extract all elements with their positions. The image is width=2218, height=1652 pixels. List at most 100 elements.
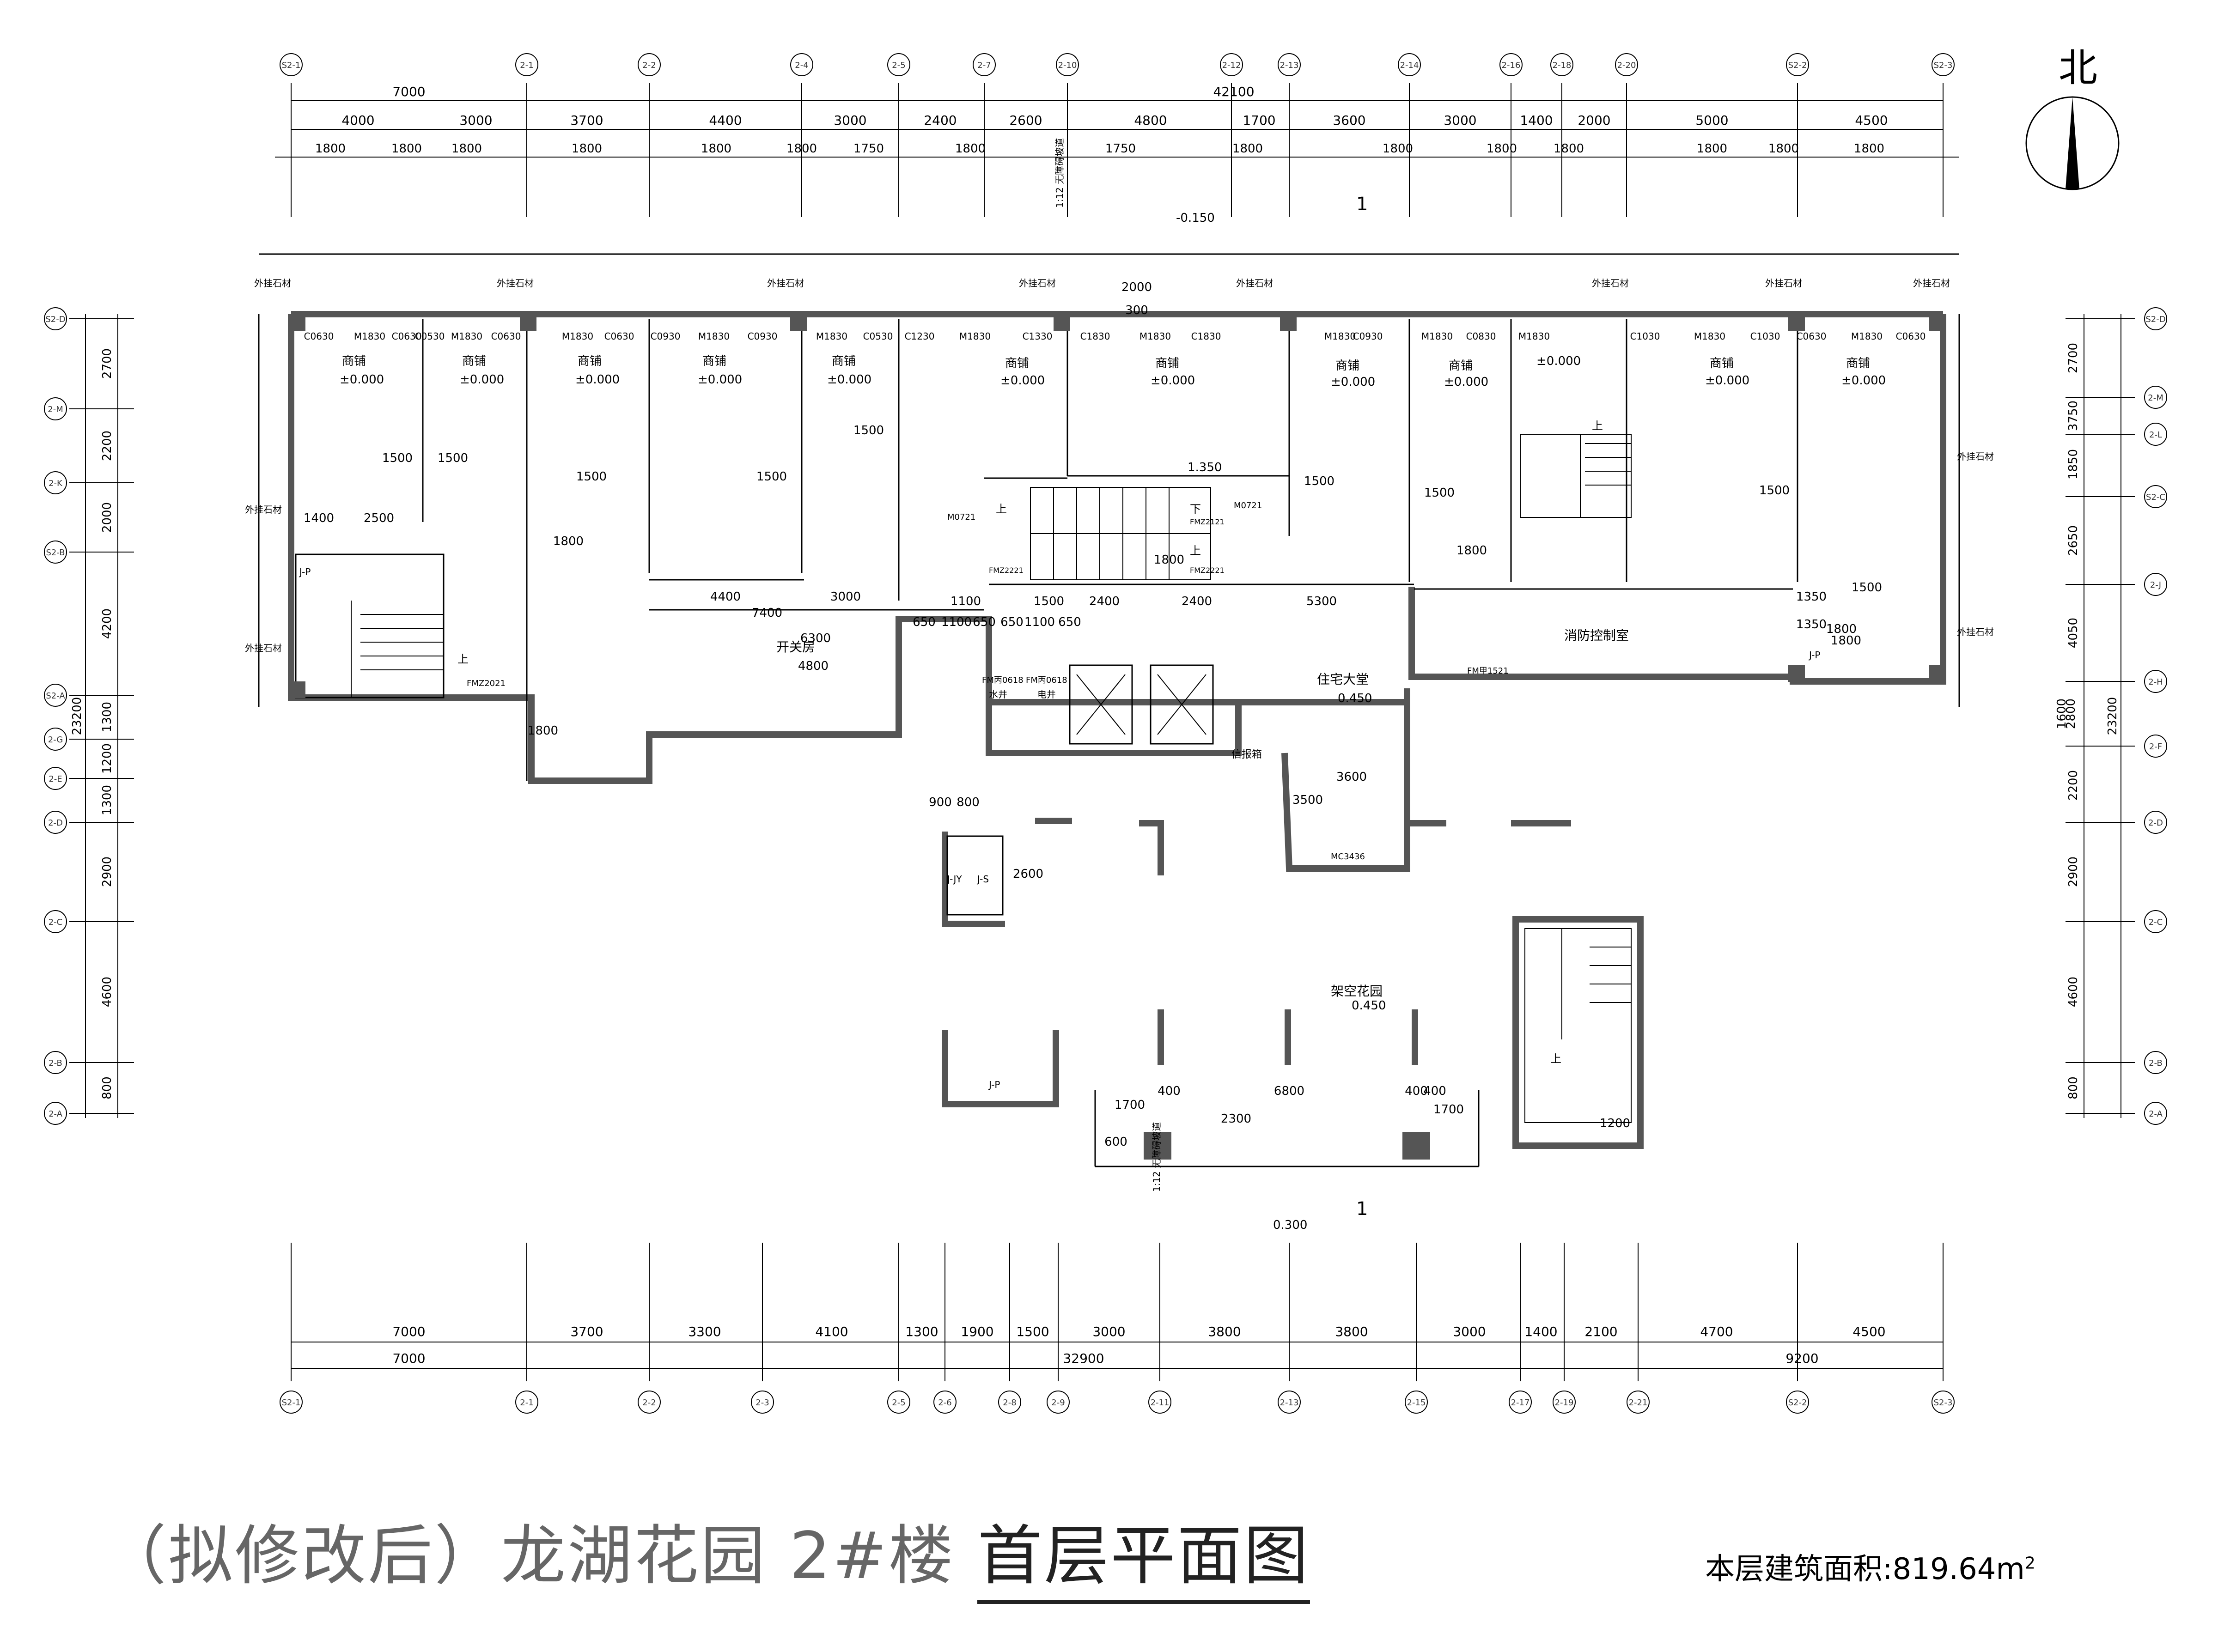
door-code-js: J-S bbox=[976, 874, 989, 885]
stair-left bbox=[351, 601, 444, 698]
dim-text: 1800 bbox=[572, 142, 602, 156]
dim-text: 3800 bbox=[1335, 1324, 1368, 1339]
axis-bubble bbox=[1615, 53, 1638, 76]
dim-text: 1800 bbox=[1383, 142, 1413, 156]
dim-text: 1800 bbox=[1768, 142, 1799, 156]
axis-label: 2-13 bbox=[1280, 1398, 1299, 1408]
bottom-dimension-lines bbox=[291, 1342, 1943, 1369]
axis-bubble bbox=[280, 53, 303, 76]
axis-label: 2-4 bbox=[795, 61, 808, 70]
axis-bubble bbox=[44, 684, 67, 707]
axis-bubble bbox=[1550, 53, 1573, 76]
axis-bubble bbox=[887, 1391, 910, 1414]
shop-label: 商铺 bbox=[1155, 357, 1179, 370]
inner-dim-text: 650 bbox=[973, 615, 996, 629]
shop-level: ±0.000 bbox=[1000, 374, 1045, 388]
inner-dim-text: 3500 bbox=[1292, 793, 1323, 807]
inner-dim-text: 7400 bbox=[752, 606, 782, 620]
section-mark: 1 bbox=[1356, 1198, 1368, 1220]
axis-bubble bbox=[638, 53, 661, 76]
stairs bbox=[351, 434, 1632, 1123]
inner-dim-text: 6800 bbox=[1274, 1084, 1304, 1098]
shop-level: ±0.000 bbox=[1705, 374, 1749, 388]
axis-label: 2-K bbox=[49, 479, 63, 488]
axis-label: 2-15 bbox=[1407, 1398, 1426, 1408]
inner-dim-text: 4400 bbox=[710, 590, 741, 604]
axis-label: S2-2 bbox=[1788, 1398, 1807, 1408]
shop-label: 商铺 bbox=[1005, 357, 1029, 370]
floor-area-unit: 2 bbox=[2024, 1554, 2035, 1573]
axis-label: 2-3 bbox=[756, 1398, 769, 1408]
dim-text: 1500 bbox=[1016, 1324, 1049, 1339]
door-code-m0721: M0721 bbox=[947, 512, 975, 522]
door-window-code: M1830 bbox=[1694, 331, 1725, 342]
axis-bubble bbox=[515, 1391, 538, 1414]
stone-label: 外挂石材 bbox=[1592, 278, 1629, 289]
dim-text: 3600 bbox=[1333, 113, 1365, 128]
dim-text: 4500 bbox=[1852, 1324, 1885, 1339]
dim-text: 2900 bbox=[2066, 856, 2080, 887]
dim-text: 1600 bbox=[2055, 698, 2069, 729]
inner-dim-text: 1500 bbox=[576, 470, 607, 484]
building-walls bbox=[258, 253, 1960, 1167]
shop-level: ±0.000 bbox=[575, 373, 620, 387]
garden-level: 0.450 bbox=[1352, 999, 1386, 1013]
door-code-fmz2121: FMZ2121 bbox=[1190, 517, 1225, 526]
axis-label: 2-2 bbox=[642, 1398, 656, 1408]
stone-label: 外挂石材 bbox=[245, 504, 282, 515]
stair-up: 上 bbox=[996, 503, 1007, 516]
right-dimension-lines bbox=[2084, 314, 2121, 1118]
dim-text: 3300 bbox=[688, 1324, 721, 1339]
axis-label: 2-20 bbox=[1617, 61, 1636, 70]
shop-label: 商铺 bbox=[702, 354, 726, 368]
dim-text: 2200 bbox=[100, 431, 114, 461]
door-window-code: C0930 bbox=[651, 331, 681, 342]
drawing-title-main: （拟修改后）龙湖花园 2#楼 bbox=[102, 1518, 955, 1594]
axis-label: 2-10 bbox=[1058, 61, 1077, 70]
dim-text: 7000 bbox=[392, 1351, 425, 1366]
axis-bubble bbox=[2144, 573, 2167, 596]
inner-dim-text: 1100 bbox=[1024, 615, 1055, 629]
axis-bubble bbox=[998, 1391, 1021, 1414]
shop-label: 商铺 bbox=[462, 354, 486, 368]
axis-label: 2-5 bbox=[892, 61, 905, 70]
stone-label: 外挂石材 bbox=[767, 278, 804, 289]
dim-text: 1800 bbox=[1697, 142, 1727, 156]
shop-label: 商铺 bbox=[1335, 359, 1359, 373]
axis-bubble bbox=[1499, 53, 1523, 76]
dim-text: 2200 bbox=[2066, 770, 2080, 801]
axis-label: 2-8 bbox=[1003, 1398, 1016, 1408]
shop-level: ±0.000 bbox=[1331, 375, 1375, 389]
inner-dim-text: 800 bbox=[957, 796, 980, 809]
axis-bubble bbox=[1220, 53, 1243, 76]
inner-dim-text: 1700 bbox=[1433, 1103, 1464, 1117]
dim-text: 3000 bbox=[1444, 113, 1476, 128]
axis-bubble bbox=[44, 1051, 67, 1074]
door-window-code: C0930 bbox=[1353, 331, 1383, 342]
dim-text: 1200 bbox=[100, 743, 114, 774]
axis-label: S2-D bbox=[45, 315, 65, 324]
axis-label: 2-C bbox=[2149, 917, 2163, 927]
axis-bubble bbox=[790, 53, 813, 76]
door-code-jp: J-P bbox=[299, 566, 311, 577]
inner-dim-text: 650 bbox=[913, 615, 936, 629]
left-dimension-texts: 2700220020004200130012001300290046008002… bbox=[70, 348, 114, 1099]
door-code-fmz2021: FMZ2021 bbox=[467, 679, 506, 688]
door-code-fm1521: FM甲1521 bbox=[1467, 666, 1509, 676]
dim-text: 4600 bbox=[100, 977, 114, 1007]
door-window-code: C0530 bbox=[415, 331, 445, 342]
door-code-jp: J-P bbox=[988, 1079, 1000, 1090]
axis-bubble bbox=[44, 541, 67, 564]
stair-center bbox=[1030, 487, 1211, 580]
stone-label: 外挂石材 bbox=[1957, 626, 1994, 638]
inner-dim-text: 5300 bbox=[1306, 595, 1337, 608]
stair-right-top bbox=[1520, 434, 1632, 518]
inner-dim-text: 1500 bbox=[756, 470, 787, 484]
axis-bubble bbox=[44, 767, 67, 790]
axis-label: 2-J bbox=[2150, 580, 2161, 590]
stone-label: 外挂石材 bbox=[1236, 278, 1273, 289]
dim-text: 1800 bbox=[451, 142, 482, 156]
dim-text: 2650 bbox=[2066, 525, 2080, 556]
door-code-mc3436: MC3436 bbox=[1331, 852, 1365, 862]
axis-label: 2-L bbox=[2149, 430, 2162, 440]
